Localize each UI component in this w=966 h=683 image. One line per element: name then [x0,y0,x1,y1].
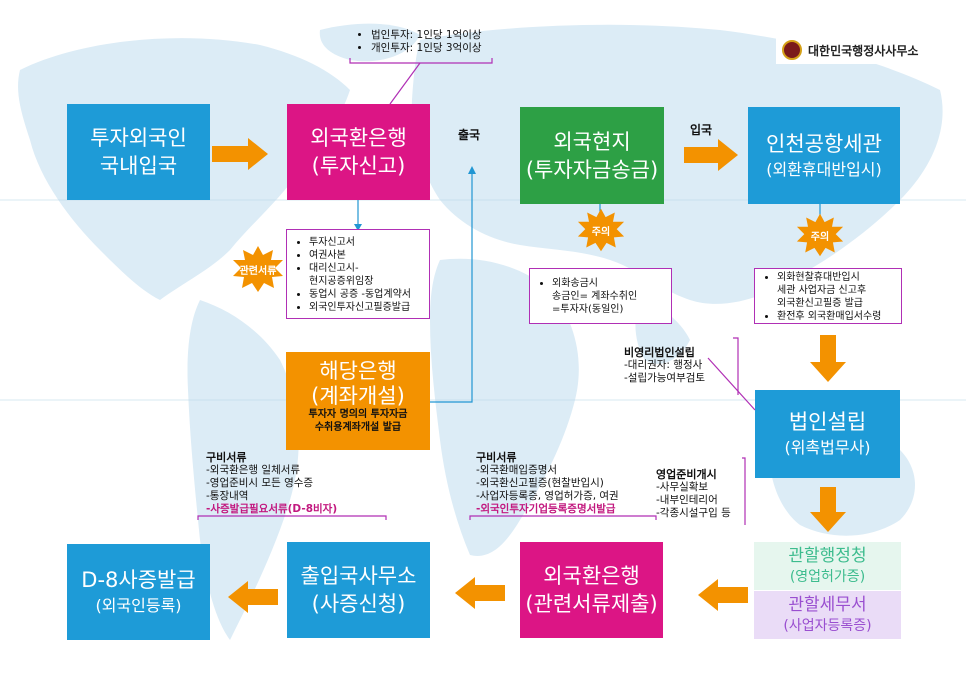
customs-item: 환전후 외국환매입서수령 [777,310,895,323]
note-title: 영업준비개시 [656,468,717,481]
required-docs-left: 구비서류 -외국환은행 일체서류 -영업준비시 모든 영수증 -통장내역 -사증… [206,451,386,516]
doc-item: 대리신고시- [309,262,423,275]
note-highlight: -외국인투자기업등록증명서발급 [476,503,616,515]
doc-item: 여권사본 [309,249,423,262]
remit-item: 송금인= 계좌수취인 [552,291,638,302]
box-title: 외국환은행 [310,126,407,150]
office-logo: 대한민국행정사사무소 [776,36,942,64]
enter-label: 입국 [690,123,713,137]
note-title: 비영리법인설립 [624,346,695,359]
box-title: 해당은행 [319,359,397,383]
box-title: 인천공항세관 [766,131,882,156]
box-title: 관할세무서 [788,595,867,615]
note-line: -외국환매입증명서 [476,464,558,476]
box-subtitle: (사증신청) [311,592,406,616]
caution-burst-customs: 주의 [796,213,844,257]
note-title: 구비서류 [476,451,517,464]
step-account-opening: 해당은행 (계좌개설) 투자자 명의의 투자자금 수취용계좌개설 발급 [286,352,430,450]
box-subtitle: (투자신고) [311,154,406,178]
step-immigration-office: 출입국사무소 (사증신청) [287,542,430,638]
box-title: 법인설립 [788,410,867,434]
step-administrative-office: 관할행정청 (영업허가증) [754,542,901,590]
burst-label: 관련서류 [239,265,277,277]
box-subtitle: (관련서류제출) [525,592,658,616]
note-line: -내부인테리어 [656,494,718,506]
box-detail: 투자자 명의의 투자자금 [308,409,408,420]
step-corporation-establishment: 법인설립 (위촉법무사) [755,390,900,478]
step-overseas-remittance: 외국현지 (투자자금송금) [520,107,664,204]
nonprofit-corp-note: 비영리법인설립 -대리권자: 행정사 -설립가능여부검토 [624,346,734,385]
investment-minimum-note: 법인투자: 1인당 1억이상 개인투자: 1인당 3억이상 [355,29,505,55]
customs-item: 세관 사업자금 신고후 [777,285,867,296]
seal-icon [782,40,802,60]
box-subtitle: (영업허가증) [789,569,866,585]
caution-burst-remit: 주의 [577,208,625,252]
note-line: -외국환신고필증(현찰반입시) [476,477,604,489]
customs-item: 외국환신고필증 발급 [777,298,863,309]
box-subtitle: (사업자등록증) [783,618,872,634]
note-line: -통장내역 [206,490,249,502]
note-line: -각종시설구입 등 [656,507,731,519]
step-foreign-exchange-bank: 외국환은행 (투자신고) [287,104,430,200]
box-title: 출입국사무소 [300,564,417,588]
step-d8-visa-issuance: D-8사증발급 (외국인등록) [67,544,210,640]
remit-item: =투자자(동일인) [552,304,624,315]
remittance-note: 외화송금시 송금인= 계좌수취인 =투자자(동일인) [529,268,672,324]
box-subtitle: (계좌개설) [311,384,405,408]
note-title: 구비서류 [206,451,247,464]
required-docs-middle: 구비서류 -외국환매입증명서 -외국환신고필증(현찰반입시) -사업자등록증, … [476,451,661,516]
doc-item: 외국인투자신고필증발급 [309,301,423,314]
doc-item: 투자신고서 [309,236,423,249]
note-line: -설립가능여부검토 [624,372,706,384]
box-title: 외국환은행 [543,564,640,588]
box-subtitle: (외국인등록) [95,596,182,615]
logo-text: 대한민국행정사사무소 [808,43,919,58]
step-foreign-exchange-bank-submit: 외국환은행 (관련서류제출) [520,542,663,638]
note-item: 개인투자: 1인당 3억이상 [371,42,505,55]
customs-note: 외화현찰휴대반입시 세관 사업자금 신고후 외국환신고필증 발급 환전후 외국환… [754,268,902,324]
note-line: -사무실확보 [656,481,709,493]
box-subtitle: 국내입국 [99,154,178,178]
customs-item: 외화현찰휴대반입시 [777,271,895,284]
note-line: -사업자등록증, 영업허가증, 여권 [476,490,619,502]
burst-label: 주의 [591,226,611,238]
note-line: -대리권자: 행정사 [624,359,703,371]
burst-label: 주의 [810,231,830,243]
box-title: D-8사증발급 [81,568,196,592]
doc-item: 현지공증위임장 [309,276,374,287]
note-line: -외국환은행 일체서류 [206,464,301,476]
box-title: 외국현지 [553,129,631,154]
box-subtitle: (외환휴대반입시) [766,159,882,179]
step-tax-office: 관할세무서 (사업자등록증) [754,591,901,639]
step-investor-entry: 투자외국인 국내입국 [67,104,210,200]
box-subtitle: (투자자금송금) [525,157,659,182]
step-incheon-customs: 인천공항세관 (외환휴대반입시) [748,107,900,204]
box-subtitle: (위촉법무사) [784,438,871,457]
note-line: -영업준비시 모든 영수증 [206,477,314,489]
remit-item: 외화송금시 [552,277,665,290]
box-detail: 수취용계좌개설 발급 [314,422,402,433]
note-item: 법인투자: 1인당 1억이상 [371,29,505,42]
depart-label: 출국 [458,128,481,142]
box-title: 관할행정청 [788,546,867,566]
doc-item: 동업시 공증 -동업계약서 [309,288,423,301]
business-prep-note: 영업준비개시 -사무실확보 -내부인테리어 -각종시설구입 등 [656,468,746,520]
investment-report-docs: 투자신고서 여권사본 대리신고시- 현지공증위임장 동업시 공증 -동업계약서 … [286,229,430,319]
note-highlight: -사증발급필요서류(D-8비자) [206,503,338,515]
box-title: 투자외국인 [90,126,187,150]
related-docs-burst: 관련서류 [232,246,284,292]
